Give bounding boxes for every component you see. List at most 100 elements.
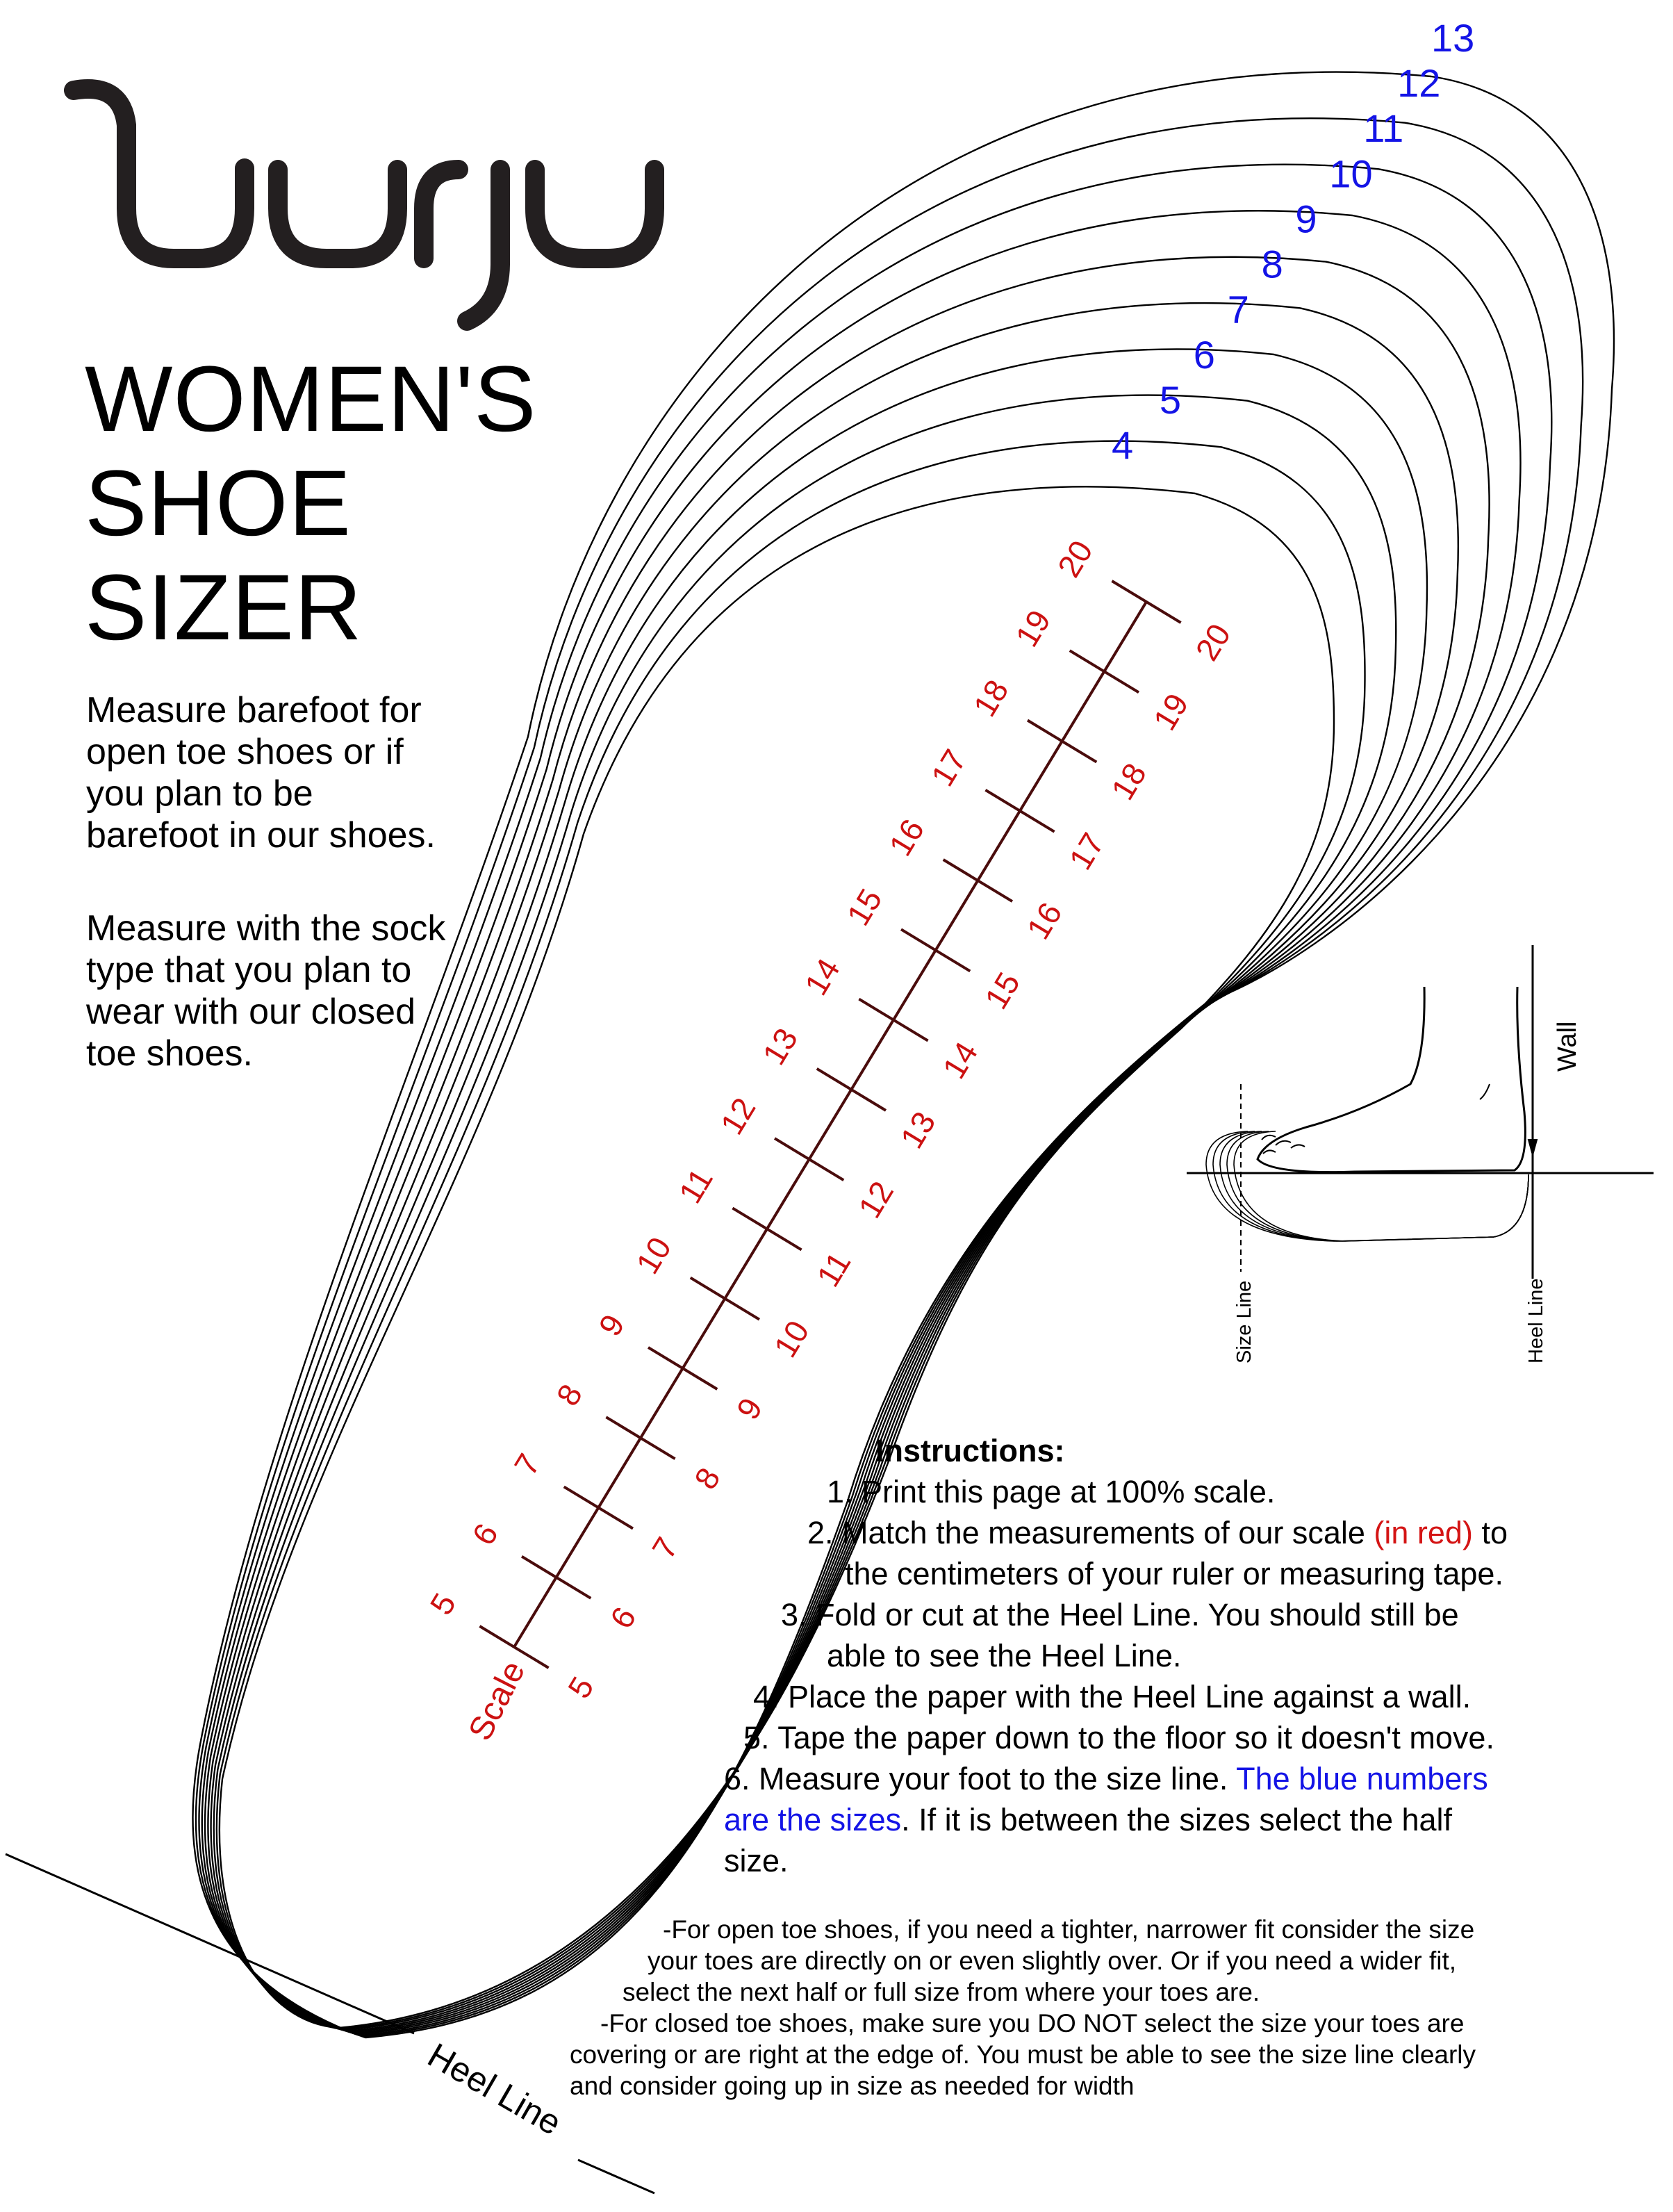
scale-mark-label: 19 <box>1146 687 1196 737</box>
burju-logo <box>64 79 664 331</box>
scale-mark-label: 11 <box>672 1162 720 1209</box>
instruction-step: 6. Measure your foot to the size line. T… <box>716 1758 1647 1799</box>
scale-tick <box>984 789 1055 833</box>
heel-line-rule <box>5 1853 655 2195</box>
scale-mark-label: 10 <box>629 1231 678 1280</box>
scale-mark-label: 20 <box>1050 534 1100 584</box>
foot-outlines <box>192 71 1615 2039</box>
foot-outline <box>215 440 1366 2030</box>
title-line: SIZER <box>85 556 363 659</box>
instruction-text: 4. Place the paper with the Heel Line ag… <box>753 1679 1472 1714</box>
scale-tick <box>605 1416 676 1460</box>
scale-mark-label: 17 <box>1062 826 1111 876</box>
heel-line-diagram-label: Heel Line <box>1525 1278 1547 1363</box>
intro-line: open toe shoes or if <box>86 732 404 772</box>
scale-mark-label: 18 <box>966 673 1016 723</box>
scale-tick <box>732 1206 802 1252</box>
size-label: 13 <box>1431 16 1474 60</box>
scale-mark-label: 14 <box>935 1035 984 1085</box>
scale-tick <box>1069 649 1140 694</box>
instruction-red-text: (in red) <box>1374 1515 1473 1550</box>
intro-line: you plan to be <box>86 773 313 814</box>
scale-tick <box>1026 719 1098 764</box>
note-line: -For closed toe shoes, make sure you DO … <box>600 2009 1465 2038</box>
scale-mark-label: 15 <box>840 883 889 932</box>
size-label: 10 <box>1329 151 1372 195</box>
instruction-text: 5. Tape the paper down to the floor so i… <box>743 1720 1494 1755</box>
instruction-step: 3. Fold or cut at the Heel Line. You sho… <box>716 1594 1647 1635</box>
instruction-text: to <box>1472 1515 1508 1550</box>
instruction-step: size. <box>716 1840 1647 1881</box>
size-label: 4 <box>1112 423 1133 467</box>
scale-mark-label: 18 <box>1104 757 1153 806</box>
scale-tick <box>647 1346 718 1391</box>
instruction-text: 1. Print this page at 100% scale. <box>827 1474 1276 1509</box>
scale-tick <box>520 1555 592 1600</box>
scale-axis <box>513 600 1148 1648</box>
size-line-label: Size Line <box>1233 1281 1255 1363</box>
scale-mark-label: 17 <box>924 743 973 792</box>
foot-outline <box>198 163 1553 2037</box>
scale-tick <box>858 997 929 1042</box>
instructions-heading: Instructions: <box>875 1433 1065 1468</box>
heel-line-label: Heel Line <box>422 2035 568 2143</box>
scale-mark-label: 6 <box>603 1600 643 1635</box>
intro-line: toe shoes. <box>86 1033 253 1074</box>
scale-mark-label: 11 <box>809 1246 857 1293</box>
diagram-sole-outline <box>1205 1131 1529 1242</box>
instruction-step: able to see the Heel Line. <box>716 1635 1647 1676</box>
scale-mark-label: 12 <box>714 1092 763 1141</box>
scale-mark-label: 15 <box>978 966 1027 1015</box>
note-line: covering or are right at the edge of. Yo… <box>570 2040 1476 2069</box>
instruction-step: are the sizes. If it is between the size… <box>716 1799 1647 1840</box>
foot-outline <box>207 302 1460 2033</box>
instruction-blue-text: are the sizes <box>724 1802 902 1837</box>
size-label: 11 <box>1363 106 1403 150</box>
scale-mark-label: 16 <box>1020 896 1069 946</box>
scale-mark-label: 7 <box>507 1448 547 1482</box>
instruction-text: 3. Fold or cut at the Heel Line. You sho… <box>781 1597 1459 1632</box>
instruction-blue-text: The blue numbers <box>1236 1761 1488 1796</box>
size-label: 9 <box>1295 197 1317 240</box>
instruction-text: 2. Match the measurements of our scale <box>807 1515 1374 1550</box>
measure-diagram <box>1187 945 1654 1279</box>
scale-tick <box>479 1625 550 1669</box>
size-label: 8 <box>1262 243 1283 286</box>
scale-mark-label: 6 <box>465 1517 505 1551</box>
scale-tick <box>942 858 1014 903</box>
wall-label: Wall <box>1553 1022 1582 1072</box>
scale-mark-label: 12 <box>851 1175 900 1224</box>
instruction-step: 4. Place the paper with the Heel Line ag… <box>716 1676 1647 1717</box>
scale-tick <box>900 928 971 973</box>
foot-outline <box>218 486 1335 2029</box>
scale-mark-label: 7 <box>645 1531 685 1565</box>
foot-outline <box>195 117 1584 2038</box>
fit-notes: -For open toe shoes, if you need a tight… <box>570 1914 1640 2102</box>
diagram-sole-outline <box>1233 1131 1529 1242</box>
instruction-step: 1. Print this page at 100% scale. <box>716 1471 1647 1512</box>
scale-mark-label: 5 <box>422 1587 463 1621</box>
instruction-text: the centimeters of your ruler or measuri… <box>845 1556 1503 1591</box>
scale-mark-label: 20 <box>1188 618 1237 667</box>
scale-mark-label: 13 <box>755 1022 805 1071</box>
scale-tick <box>1111 580 1182 624</box>
scale-mark-label: 13 <box>893 1105 943 1154</box>
scale-mark-label: 19 <box>1008 604 1057 653</box>
title-line: WOMEN'S <box>85 347 537 451</box>
page-title: WOMEN'S SHOE SIZER <box>85 347 536 660</box>
intro-barefoot: Measure barefoot for open toe shoes or i… <box>86 689 531 856</box>
foot-outline <box>210 348 1428 2032</box>
instruction-text: . If it is between the sizes select the … <box>901 1802 1453 1837</box>
intro-line: Measure with the sock <box>86 908 446 949</box>
size-label: 6 <box>1194 333 1215 377</box>
note-line: your toes are directly on or even slight… <box>648 1947 1457 1975</box>
instruction-step: 5. Tape the paper down to the floor so i… <box>716 1717 1647 1758</box>
foot-outline <box>192 71 1615 2039</box>
size-label: 12 <box>1397 61 1440 105</box>
note-line: and consider going up in size as needed … <box>570 2072 1135 2100</box>
scale-mark-label: 10 <box>767 1314 816 1363</box>
title-line: SHOE <box>85 452 352 555</box>
foot-outline <box>204 256 1490 2034</box>
